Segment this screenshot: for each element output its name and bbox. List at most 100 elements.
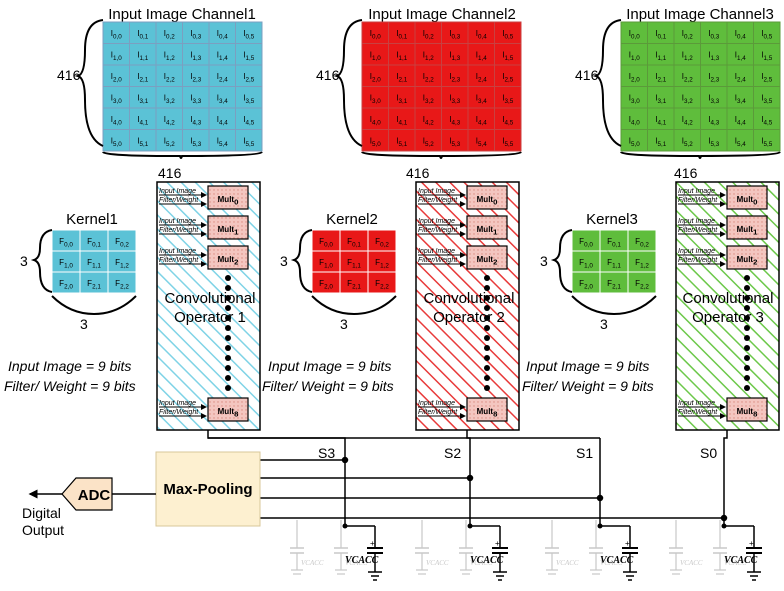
mult-filter-weight-label: Filter/Weight [678, 197, 718, 204]
continuation-dot [744, 315, 750, 321]
image-cell-label: I3,2 [423, 94, 434, 106]
mult-filter-weight-label: Filter/Weight [159, 257, 199, 264]
mult-input-image-label: Input Image [678, 188, 715, 195]
conv-operator-1-line2: Operator 1 [174, 309, 246, 326]
kernel-cell-label: F2,1 [87, 279, 101, 291]
kernel-cell-label: F0,1 [87, 237, 101, 249]
conv-operator-1-line1: Convolutional [165, 290, 256, 307]
mult-input-image-label: Input Image [418, 218, 455, 225]
multiplier-box [726, 185, 768, 210]
kernel-cell-label: F1,0 [579, 258, 593, 270]
kernel-cell [367, 271, 397, 294]
image-cell-label: I1,3 [449, 51, 460, 63]
kernel-cell-label: F1,1 [347, 258, 361, 270]
image-cell-label: I2,5 [761, 72, 772, 84]
image-cell-label: I5,4 [735, 137, 746, 149]
image-cell-label: I0,2 [682, 29, 693, 41]
image-cell-label: I5,0 [111, 137, 122, 149]
image-cell-label: I3,3 [708, 94, 719, 106]
continuation-dot [225, 325, 231, 331]
junction [467, 523, 473, 529]
image-cell-label: I1,5 [243, 51, 254, 63]
junction [597, 523, 603, 529]
multiplier-box [207, 215, 249, 240]
image-cell [235, 129, 263, 152]
image-cell-label: I0,5 [502, 29, 513, 41]
image-cell-label: I0,5 [243, 29, 254, 41]
image-cell-label: I1,0 [111, 51, 122, 63]
image-cell-label: I4,3 [190, 115, 201, 127]
image-cell-label: I5,0 [370, 137, 381, 149]
continuation-dot [744, 375, 750, 381]
image-cell [753, 129, 781, 152]
kernel-cell-label: F2,0 [579, 279, 593, 291]
channel2-title: Input Image Channel2 [368, 6, 516, 23]
continuation-dot [484, 335, 490, 341]
image-cell-label: I3,1 [655, 94, 666, 106]
continuation-dot [225, 335, 231, 341]
kernel-cell-label: F2,2 [115, 279, 129, 291]
conv-operator-3-line2: Operator 3 [692, 309, 764, 326]
image-cell-label: I2,1 [655, 72, 666, 84]
mult-filter-weight-label: Filter/Weight [678, 409, 718, 416]
image-cell-label: I0,5 [761, 29, 772, 41]
image-cell-label: I5,5 [243, 137, 254, 149]
image-cell-label: I4,2 [423, 115, 434, 127]
max-pooling-label: Max-Pooling [163, 481, 252, 498]
kernel-cell-label: F0,0 [59, 237, 73, 249]
kernel-cell-label: F1,2 [115, 258, 129, 270]
multiplier-label: Mult0 [737, 195, 758, 207]
image-cell-label: I2,2 [423, 72, 434, 84]
mult-filter-weight-label: Filter/Weight [418, 409, 458, 416]
kernel-cell-label: F0,2 [635, 237, 649, 249]
continuation-dot [484, 355, 490, 361]
cap-label: VCACC [600, 555, 634, 566]
kernel-cell-label: F0,0 [579, 237, 593, 249]
image-cell-label: I5,3 [708, 137, 719, 149]
image-cell-label: I2,1 [137, 72, 148, 84]
multiplier-box [726, 245, 768, 270]
image-cell-label: I3,3 [190, 94, 201, 106]
image-cell-label: I0,1 [655, 29, 666, 41]
kernel-cell-label: F0,0 [319, 237, 333, 249]
continuation-dot [225, 365, 231, 371]
kernel-cell-label: F0,2 [375, 237, 389, 249]
image-cell-label: I5,5 [761, 137, 772, 149]
continuation-dot [744, 365, 750, 371]
kernel-cell-label: F2,1 [347, 279, 361, 291]
adc-label: ADC [78, 487, 111, 504]
continuation-dot [744, 385, 750, 391]
image-cell-label: I5,1 [655, 137, 666, 149]
image-cell-label: I2,5 [243, 72, 254, 84]
image-cell-label: I1,1 [137, 51, 148, 63]
continuation-dot [484, 365, 490, 371]
continuation-dot [225, 385, 231, 391]
kernel-cell-label: F2,2 [635, 279, 649, 291]
image-cell-label: I3,5 [243, 94, 254, 106]
image-cell-label: I5,4 [476, 137, 487, 149]
kernel-cell [627, 271, 657, 294]
channel1-title: Input Image Channel1 [108, 6, 256, 23]
ghost-cap-label: VCACC [301, 559, 324, 567]
channel3-width-label: 416 [674, 165, 698, 181]
ghost-cap-label: VCACC [426, 559, 449, 567]
switch-s2: S2 [444, 445, 461, 461]
plus-sign: + [749, 539, 754, 548]
mult-input-image-label: Input Image [159, 248, 196, 255]
continuation-dot [484, 325, 490, 331]
image-cell-label: I2,0 [111, 72, 122, 84]
multiplier-box [466, 245, 508, 270]
image-cell-label: I4,4 [476, 115, 487, 127]
image-cell-label: I5,3 [449, 137, 460, 149]
image-cell-label: I2,4 [735, 72, 746, 84]
ghost-cap-label: VCACC [470, 559, 493, 567]
ghost-cap-label: VCACC [556, 559, 579, 567]
image-cell-label: I1,5 [502, 51, 513, 63]
ghost-cap-label: VCACC [345, 559, 368, 567]
image-cell-label: I5,1 [396, 137, 407, 149]
multiplier-label: Mult2 [218, 255, 239, 267]
